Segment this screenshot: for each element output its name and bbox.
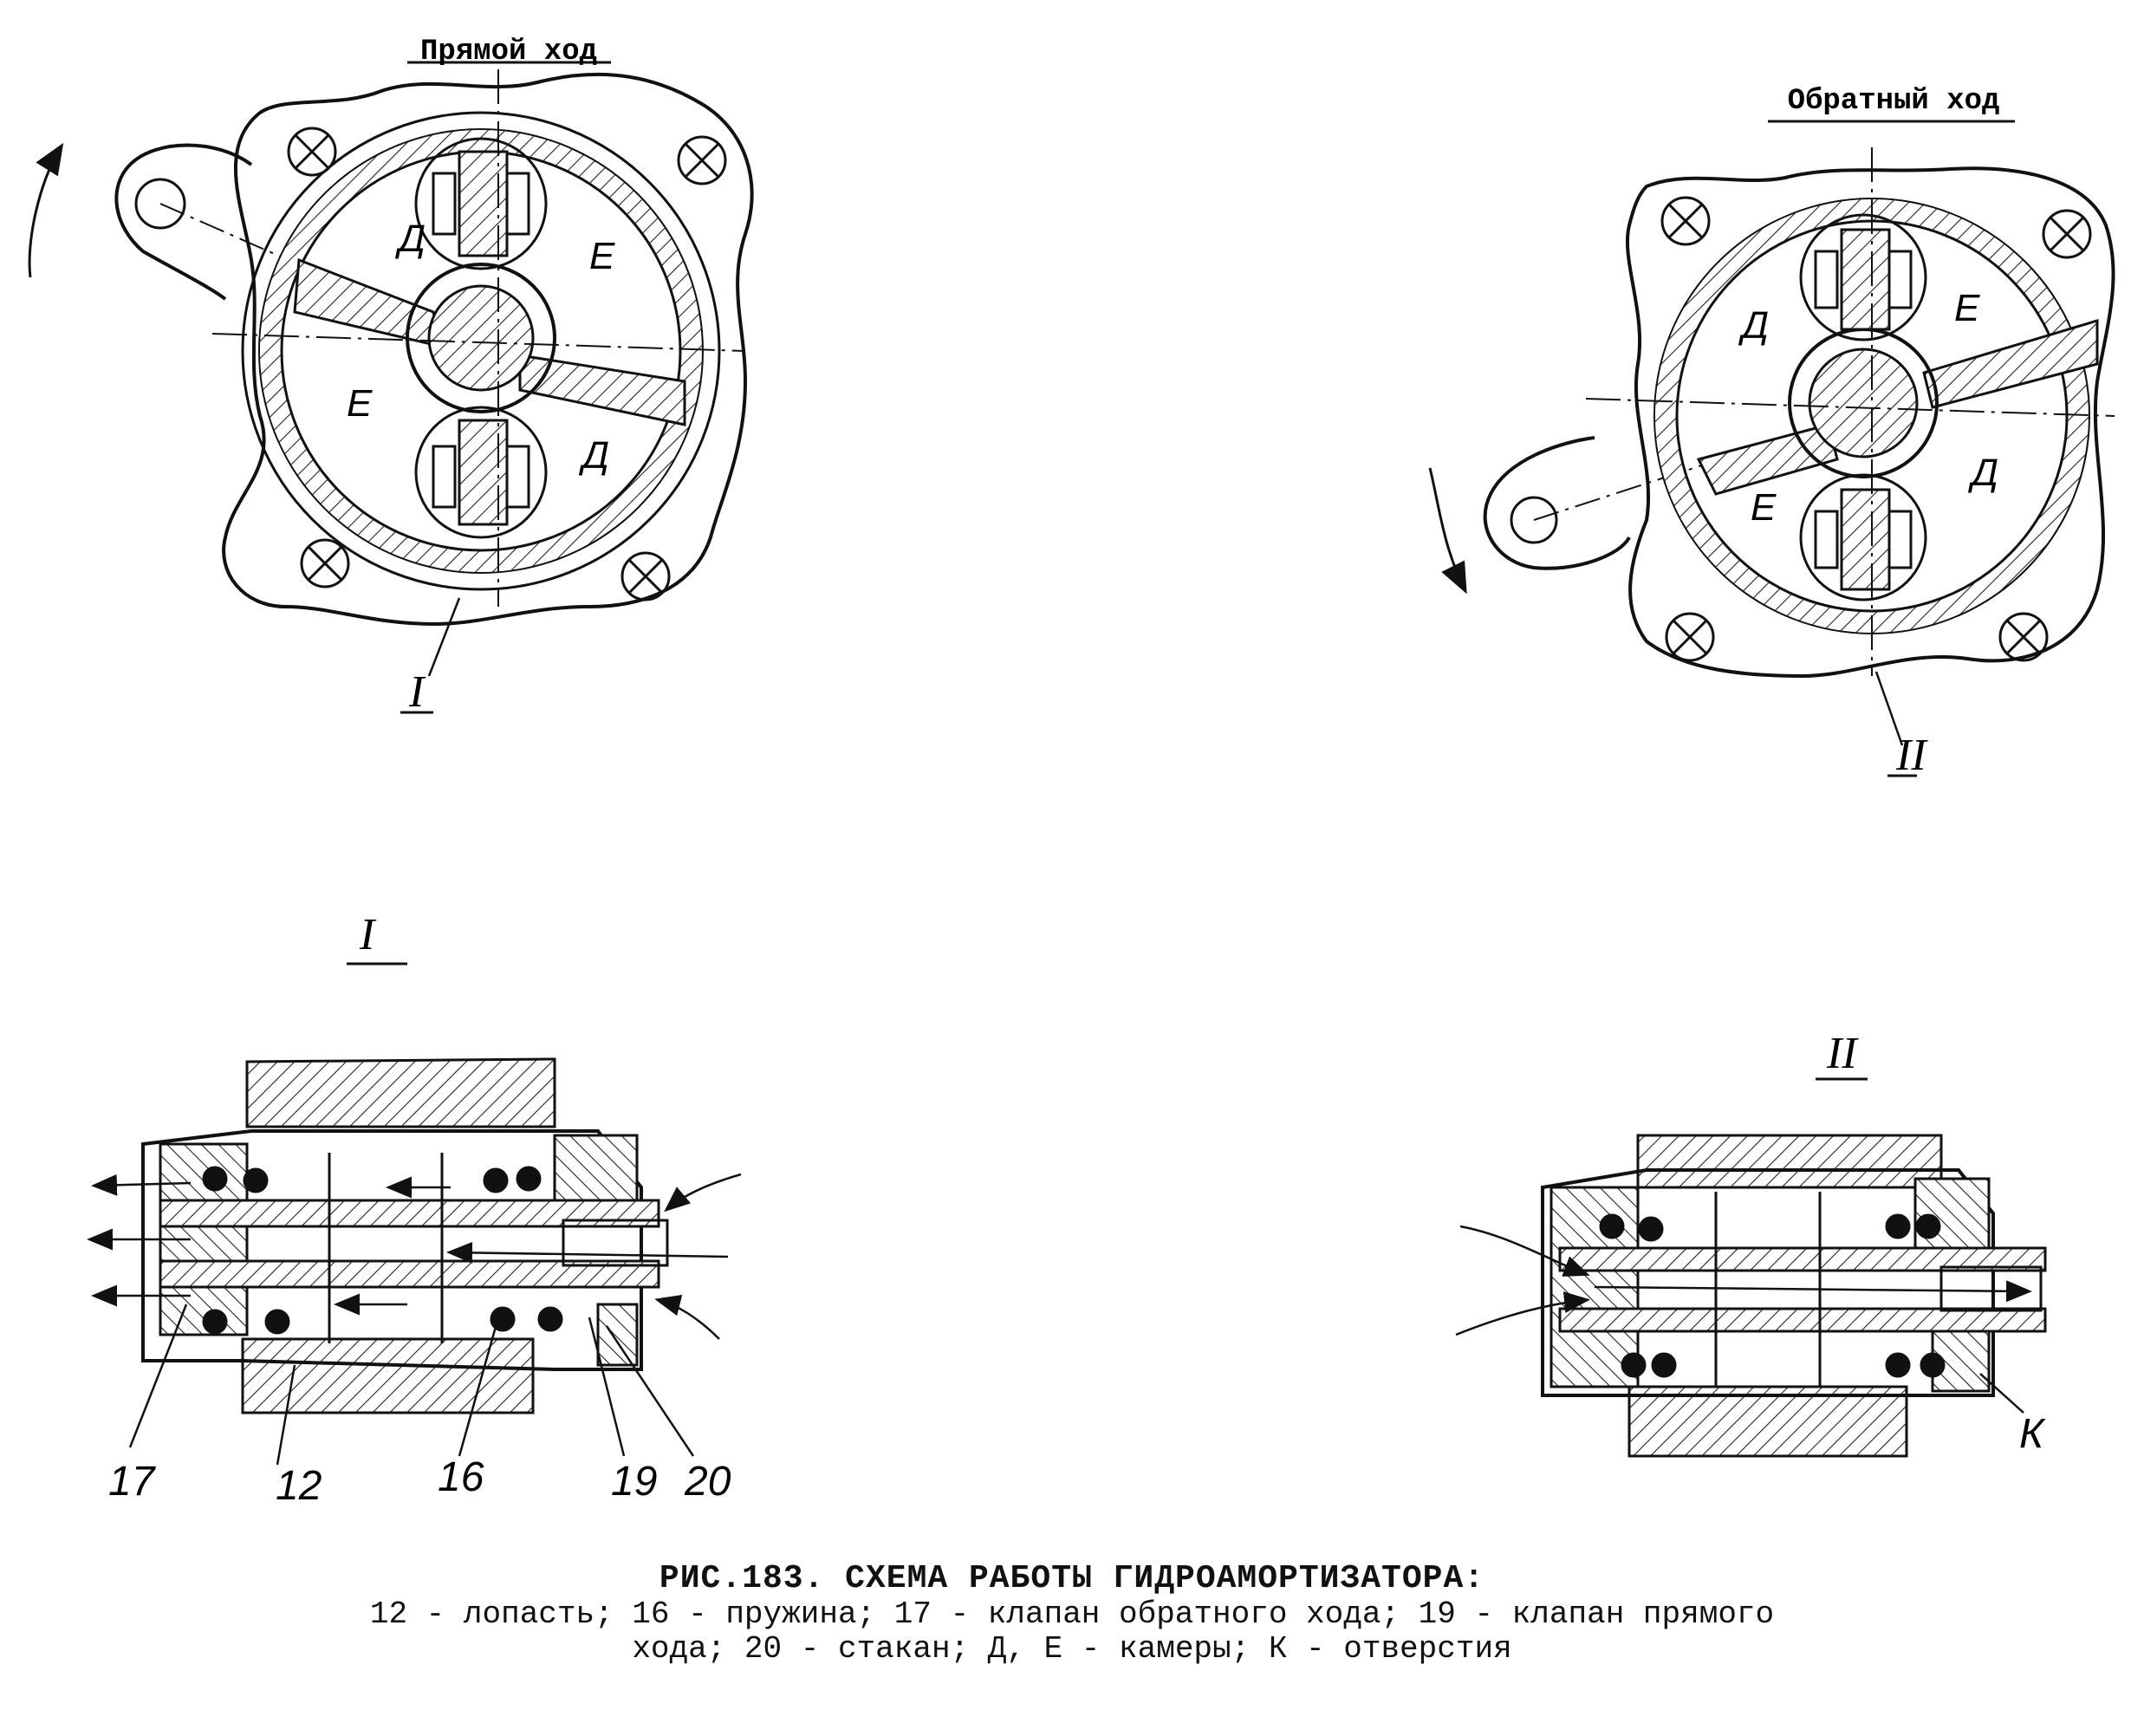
section-2-drawing [1455,1134,2047,1458]
bolt-icon [1998,612,2049,662]
chamber-label: Д [1967,452,1998,494]
direct-stroke-title: Прямой ход [420,36,597,68]
bolt-icon [2042,209,2092,259]
callout-16: 16 [438,1454,484,1500]
flow-arrow [1455,1225,2032,1336]
section-1-label: I [359,910,377,959]
callout-12: 12 [276,1463,322,1509]
callout-17: 17 [108,1459,157,1505]
bolt-icon [300,538,350,588]
chamber-label: Д [394,218,426,260]
chamber-label: Е [589,235,615,277]
caption-line-1: 12 - лопасть; 16 - пружина; 17 - клапан … [369,1596,1775,1632]
spring-coil [1599,1213,1946,1378]
spring-coil [202,1166,563,1335]
section-marker-label: I [408,667,426,717]
chamber-label: Е [1954,287,1980,329]
bolt-icon [677,135,727,185]
section-1-drawing [87,1057,742,1466]
reverse-stroke-title: Обратный ход [1788,85,2000,118]
section-marker-label: II [1895,731,1928,780]
bolt-icon [620,551,671,601]
flow-arrow [87,1173,742,1340]
bolt-icon [1660,196,1711,246]
callout-K: К [2019,1411,2046,1457]
chamber-label: Е [347,382,373,425]
callout-19: 19 [611,1459,657,1505]
chamber-label: Д [578,434,609,477]
bolt-icon [287,127,337,177]
chamber-label: Д [1738,304,1769,347]
caption-title: РИС.183. СХЕМА РАБОТЫ ГИДРОАМОРТИЗАТОРА: [659,1560,1485,1597]
caption-line-2: хода; 20 - стакан; Д, Е - камеры; К - от… [632,1631,1512,1667]
callout-20: 20 [684,1459,731,1505]
chamber-label: Е [1751,486,1777,529]
figure-caption: РИС.183. СХЕМА РАБОТЫ ГИДРОАМОРТИЗАТОРА:… [0,1560,2144,1667]
section-2-label: II [1826,1029,1859,1078]
bolt-icon [1665,612,1715,662]
direct-stroke-view [28,61,754,677]
reverse-stroke-view [1428,120,2115,746]
